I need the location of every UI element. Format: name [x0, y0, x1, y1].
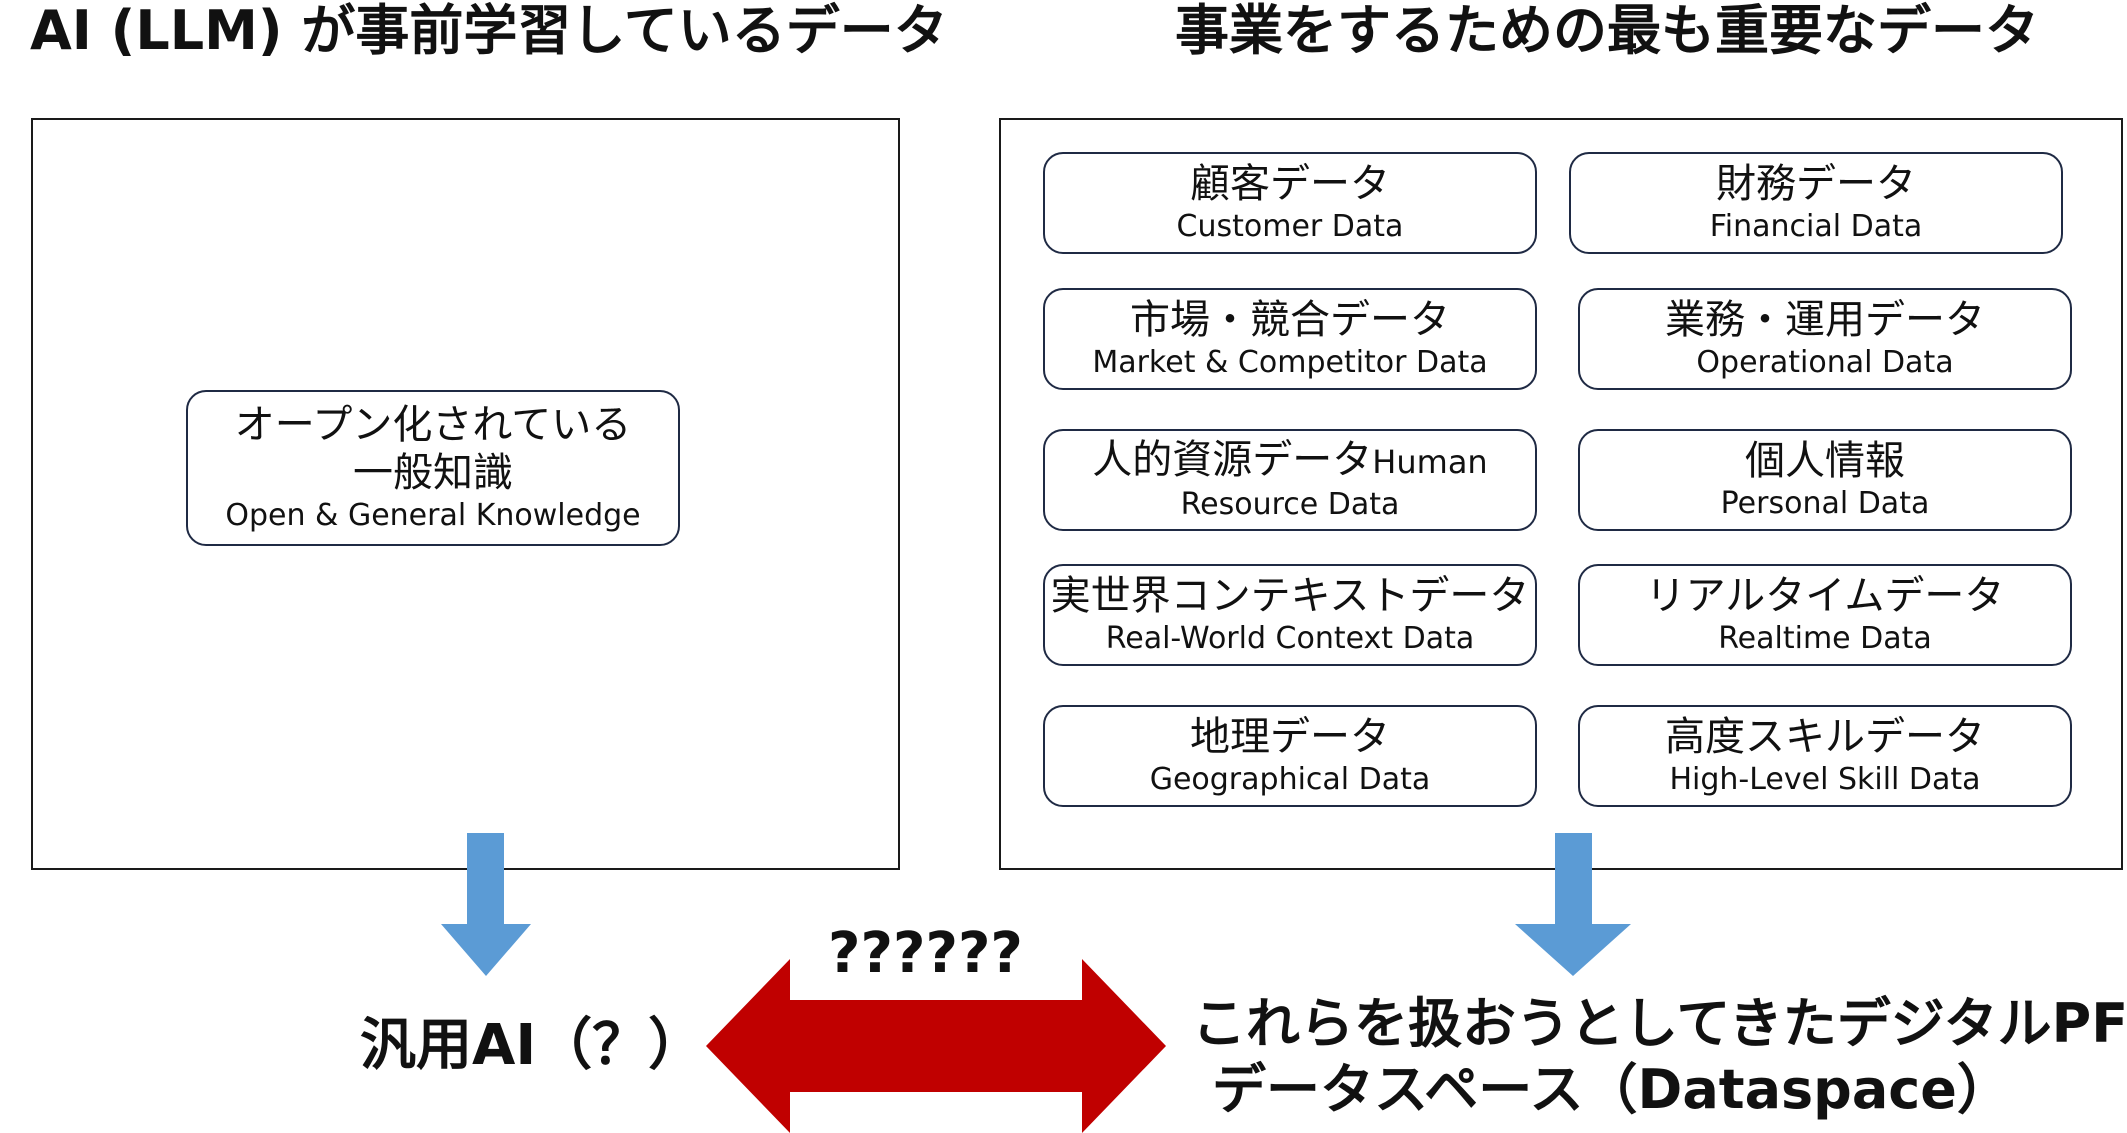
card-jp: 高度スキルデータ — [1665, 714, 1985, 760]
dataspace-label: データスペース（Dataspace） — [1212, 1058, 2011, 1121]
card-en: Customer Data — [1176, 209, 1404, 244]
card-jp-line2: 一般知識 — [353, 450, 513, 496]
card-en: Resource Data — [1180, 487, 1400, 522]
card-en: Operational Data — [1696, 345, 1954, 380]
customer-data-card: 顧客データ Customer Data — [1043, 152, 1537, 254]
human-resource-data-card: 人的資源データHuman Resource Data — [1043, 429, 1537, 531]
left-down-arrow — [441, 833, 531, 976]
card-jp-main: 人的資源データ — [1092, 437, 1373, 483]
personal-data-card: 個人情報 Personal Data — [1578, 429, 2072, 531]
card-jp: 個人情報 — [1745, 438, 1905, 484]
card-jp: 業務・運用データ — [1665, 297, 1985, 343]
open-knowledge-card: オープン化されている 一般知識 Open & General Knowledge — [186, 390, 680, 546]
card-en: Open & General Knowledge — [225, 498, 641, 533]
card-jp: 財務データ — [1716, 161, 1916, 207]
right-down-arrow — [1515, 833, 1631, 976]
card-jp: 人的資源データHuman — [1092, 436, 1487, 486]
card-jp: 実世界コンテキストデータ — [1050, 573, 1530, 619]
high-level-skill-data-card: 高度スキルデータ High-Level Skill Data — [1578, 705, 2072, 807]
card-jp: 市場・競合データ — [1130, 297, 1450, 343]
real-world-context-data-card: 実世界コンテキストデータ Real-World Context Data — [1043, 564, 1537, 666]
card-jp-suffix: Human — [1372, 443, 1488, 481]
general-ai-label: 汎用AI（？） — [360, 1013, 705, 1078]
card-jp-line1: オープン化されている — [234, 402, 632, 448]
card-en: High-Level Skill Data — [1669, 762, 1981, 797]
card-en: Realtime Data — [1718, 621, 1932, 656]
financial-data-card: 財務データ Financial Data — [1569, 152, 2063, 254]
card-en: Market & Competitor Data — [1092, 345, 1488, 380]
realtime-data-card: リアルタイムデータ Realtime Data — [1578, 564, 2072, 666]
question-marks: ?????? — [828, 921, 1023, 986]
market-competitor-data-card: 市場・競合データ Market & Competitor Data — [1043, 288, 1537, 390]
operational-data-card: 業務・運用データ Operational Data — [1578, 288, 2072, 390]
left-heading: AI (LLM) が事前学習しているデータ — [30, 0, 948, 62]
card-en: Real-World Context Data — [1105, 621, 1475, 656]
card-jp: リアルタイムデータ — [1645, 573, 2005, 619]
geographical-data-card: 地理データ Geographical Data — [1043, 705, 1537, 807]
digital-pf-label: これらを扱おうとしてきたデジタルPF — [1192, 992, 2127, 1055]
business-data-panel: 顧客データ Customer Data 財務データ Financial Data… — [999, 118, 2123, 870]
card-en: Geographical Data — [1149, 762, 1431, 797]
card-en: Personal Data — [1720, 486, 1930, 521]
llm-data-panel: オープン化されている 一般知識 Open & General Knowledge — [31, 118, 900, 870]
card-jp: 顧客データ — [1190, 161, 1390, 207]
card-jp: 地理データ — [1190, 714, 1390, 760]
card-en: Financial Data — [1709, 209, 1923, 244]
bidirectional-arrow — [706, 959, 1166, 1133]
right-heading: 事業をするための最も重要なデータ — [1175, 0, 2039, 62]
